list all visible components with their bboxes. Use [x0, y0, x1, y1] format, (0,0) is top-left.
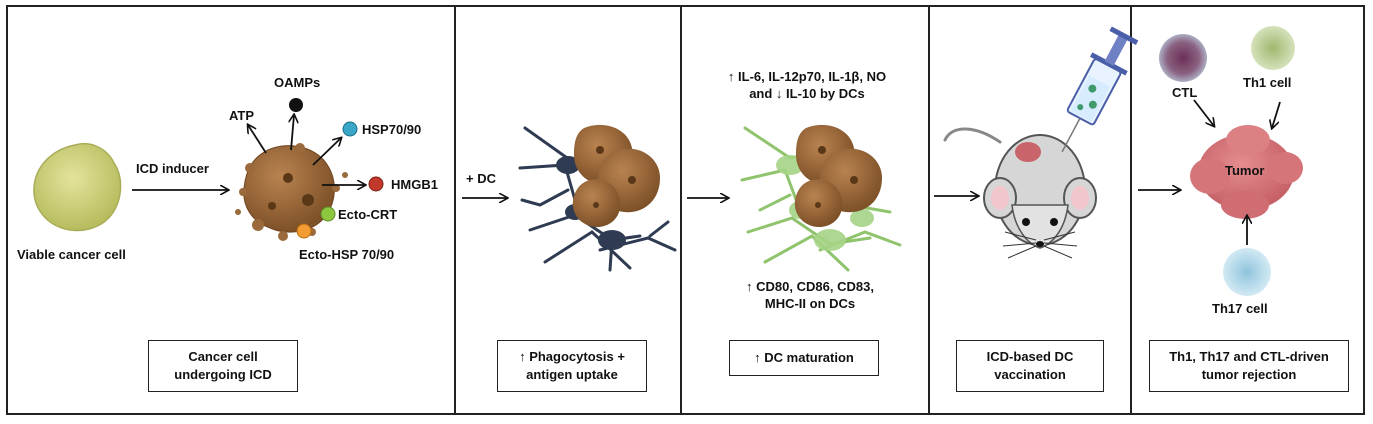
mature-dc-tumor-fragments	[794, 124, 882, 228]
oamps-dot	[289, 98, 303, 112]
panel1-caption-box: Cancer cell undergoing ICD	[148, 340, 298, 392]
oamps-label: OAMPs	[274, 75, 321, 90]
syringe-illustration	[1061, 26, 1139, 153]
ecto-hsp-dot	[296, 223, 312, 239]
hmgb1-dot	[368, 176, 384, 192]
ecto-hsp-label: Ecto-HSP 70/90	[299, 247, 395, 262]
icd-inducer-label: ICD inducer	[136, 161, 209, 176]
tumor-mass	[1190, 125, 1303, 219]
ecto-crt-label: Ecto-CRT	[338, 207, 398, 222]
panel1-caption-line-2: undergoing ICD	[174, 367, 272, 382]
figure-frame	[6, 5, 1365, 415]
ctl-label: CTL	[1172, 85, 1198, 100]
plus-dc-label: + DC	[466, 171, 496, 186]
hsp-label: HSP70/90	[362, 122, 422, 137]
tumor-label: Tumor	[1225, 163, 1265, 178]
atp-arrow	[248, 125, 267, 154]
viable-cell-label: Viable cancer cell	[17, 247, 126, 262]
ecto-crt-dot	[320, 206, 336, 222]
panel4-caption-line-2: vaccination	[994, 367, 1066, 382]
panel3-caption-line-1: ↑ DC maturation	[754, 350, 854, 365]
th1-arrow	[1272, 101, 1281, 128]
panel4-caption-box: ICD-based DC vaccination	[956, 340, 1104, 392]
th1-cell	[1251, 26, 1295, 70]
panel-divider-1	[454, 7, 456, 413]
panel5-caption-line-1: Th1, Th17 and CTL-driven	[1169, 349, 1329, 364]
panel2-caption-line-1: ↑ Phagocytosis +	[519, 349, 625, 364]
th17-label: Th17 cell	[1212, 301, 1268, 316]
panel-divider-2	[680, 7, 682, 413]
costim-line-2: MHC-II on DCs	[764, 296, 856, 311]
th1-label: Th1 cell	[1243, 75, 1292, 90]
panel-divider-3	[928, 7, 930, 413]
oamps-arrow	[291, 115, 294, 151]
viable-cancer-cell	[33, 143, 122, 232]
engulfed-tumor-fragments	[572, 124, 660, 228]
costim-line-1: ↑ CD80, CD86, CD83,	[746, 279, 874, 294]
panel3-caption-box: ↑ DC maturation	[729, 340, 879, 376]
panel4-caption-line-1: ICD-based DC	[986, 349, 1074, 364]
panel5-caption-box: Th1, Th17 and CTL-driven tumor rejection	[1149, 340, 1349, 392]
costim-text: ↑ CD80, CD86, CD83, MHC-II on DCs	[720, 278, 900, 312]
mouse-illustration	[943, 127, 1097, 259]
th17-cell	[1223, 248, 1271, 296]
cytokine-text: ↑ IL-6, IL-12p70, IL-1β, NO and ↓ IL-10 …	[690, 68, 924, 102]
panel-divider-4	[1130, 7, 1132, 413]
ctl-cell	[1159, 34, 1207, 82]
ctl-arrow	[1193, 99, 1214, 126]
hmgb1-label: HMGB1	[391, 177, 438, 192]
panel5-caption-line-2: tumor rejection	[1201, 367, 1297, 382]
cytokine-line-2: and ↓ IL-10 by DCs	[749, 86, 865, 101]
panel1-caption-line-1: Cancer cell	[188, 349, 258, 364]
hsp-arrow	[312, 138, 341, 166]
atp-label: ATP	[229, 108, 255, 123]
cytokine-line-1: ↑ IL-6, IL-12p70, IL-1β, NO	[727, 69, 887, 84]
hsp-dot	[342, 121, 358, 137]
panel2-caption-line-2: antigen uptake	[526, 367, 618, 382]
panel2-caption-box: ↑ Phagocytosis + antigen uptake	[497, 340, 647, 392]
dying-cancer-cell	[235, 143, 348, 241]
